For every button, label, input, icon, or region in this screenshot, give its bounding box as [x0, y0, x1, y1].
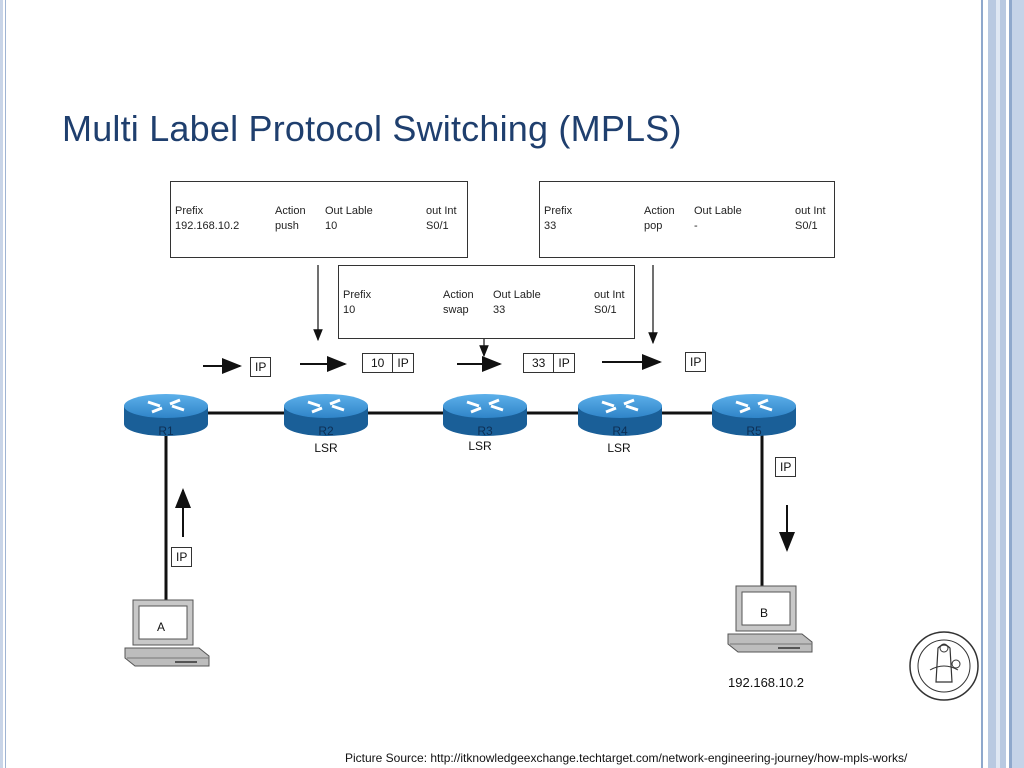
- router-label-r1: R1: [158, 424, 174, 438]
- router-label-r3: R3: [477, 424, 493, 438]
- router-icon: [578, 394, 662, 436]
- router-icon: [443, 394, 527, 436]
- table-header-action: Action: [275, 205, 306, 217]
- host-address-b: 192.168.10.2: [728, 675, 804, 690]
- router-icon: [712, 394, 796, 436]
- table-cell-out-int: S0/1: [795, 220, 818, 232]
- host-label-a: A: [156, 620, 165, 634]
- packet-field: IP: [553, 354, 573, 372]
- packet-field: IP: [392, 354, 412, 372]
- table-header-out-int: out Int: [594, 289, 625, 301]
- table-header-out-int: out Int: [795, 205, 826, 217]
- table-header-prefix: Prefix: [544, 205, 573, 217]
- packet-ip: IP: [685, 352, 707, 372]
- packet-labeled: 33 IP: [523, 353, 575, 373]
- table-cell-out-int: S0/1: [426, 220, 449, 232]
- table-cell-out-label: 10: [325, 220, 338, 232]
- router-icon: [284, 394, 368, 436]
- packet-label: 10: [371, 356, 385, 370]
- packet-ip: IP: [250, 357, 272, 377]
- packet-field: IP: [780, 460, 792, 474]
- left-border-decoration: [0, 0, 10, 768]
- table-cell-prefix: 192.168.10.2: [175, 220, 240, 232]
- picture-source: Picture Source: http://itknowledgeexchan…: [345, 751, 908, 765]
- lfib-table-r2: Prefix Action Out Lable out Int 192.168.…: [170, 181, 468, 258]
- lfib-table-r3: Prefix Action Out Lable out Int 10 swap …: [338, 265, 635, 339]
- table-cell-out-int: S0/1: [594, 304, 617, 316]
- packet-ip: IP: [171, 547, 193, 567]
- table-cell-out-label: -: [694, 220, 698, 232]
- router-icon: [124, 394, 208, 436]
- table-header-action: Action: [644, 205, 675, 217]
- table-header-prefix: Prefix: [343, 289, 372, 301]
- packet-labeled: 10 IP: [362, 353, 414, 373]
- table-cell-action: pop: [644, 220, 663, 232]
- table-cell-out-label: 33: [493, 304, 506, 316]
- router-label-r5: R5: [746, 424, 762, 438]
- lfib-table-r4: Prefix Action Out Lable out Int 33 pop -…: [539, 181, 835, 258]
- table-header-out-label: Out Lable: [694, 205, 742, 217]
- table-header-out-label: Out Lable: [325, 205, 373, 217]
- table-cell-prefix: 10: [343, 304, 356, 316]
- host-label-b: B: [759, 606, 768, 620]
- packet-field: IP: [176, 550, 188, 564]
- packet-label: 33: [532, 356, 546, 370]
- table-header-prefix: Prefix: [175, 205, 204, 217]
- packet-ip: IP: [775, 457, 797, 477]
- table-cell-action: swap: [443, 304, 469, 316]
- packet-field: IP: [255, 360, 267, 374]
- router-role-r3: LSR: [468, 439, 492, 453]
- router-label-r2: R2: [318, 424, 334, 438]
- router-label-r4: R4: [612, 424, 628, 438]
- computer-icon: [727, 585, 813, 653]
- table-cell-action: push: [275, 220, 299, 232]
- table-header-action: Action: [443, 289, 474, 301]
- router-role-r2: LSR: [314, 441, 338, 455]
- computer-icon: [124, 599, 210, 667]
- slide-title: Multi Label Protocol Switching (MPLS): [62, 108, 682, 149]
- right-border-decoration: [976, 0, 1024, 768]
- router-role-r4: LSR: [607, 441, 631, 455]
- table-cell-prefix: 33: [544, 220, 557, 232]
- university-seal-icon: [909, 631, 979, 701]
- table-header-out-label: Out Lable: [493, 289, 541, 301]
- packet-field: IP: [690, 355, 702, 369]
- table-header-out-int: out Int: [426, 205, 457, 217]
